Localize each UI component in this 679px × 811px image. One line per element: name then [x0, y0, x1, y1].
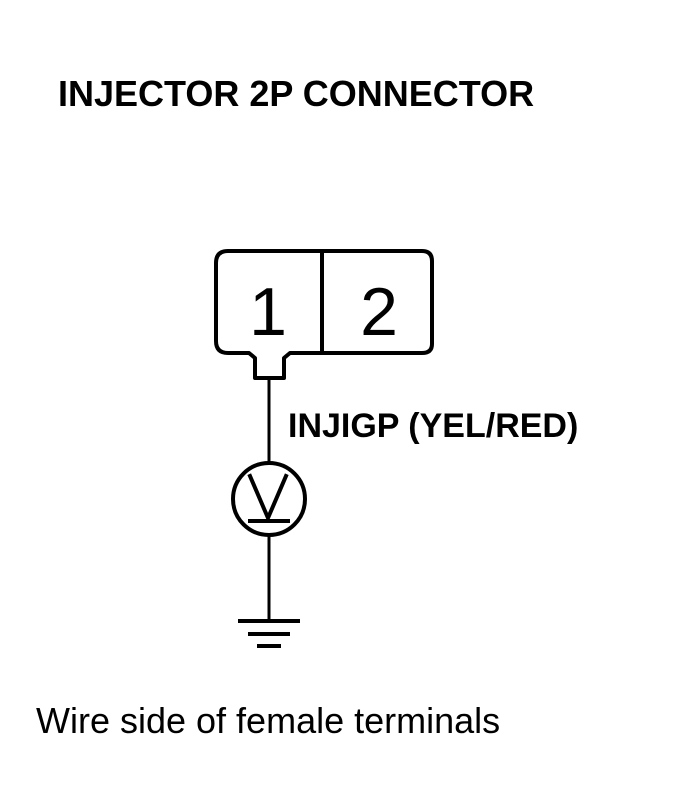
voltmeter-icon	[231, 461, 307, 537]
ground-icon	[238, 619, 300, 648]
injector-connector: 1 2	[214, 249, 434, 380]
connector-outline	[214, 249, 434, 380]
voltmeter-v-glyph	[247, 473, 289, 520]
terminal-2-label: 2	[360, 274, 398, 350]
wire-label: INJIGP (YEL/RED)	[288, 407, 578, 445]
diagram-title: INJECTOR 2P CONNECTOR	[58, 73, 534, 114]
diagram-caption: Wire side of female terminals	[36, 700, 500, 741]
terminal-1-label: 1	[249, 274, 287, 350]
